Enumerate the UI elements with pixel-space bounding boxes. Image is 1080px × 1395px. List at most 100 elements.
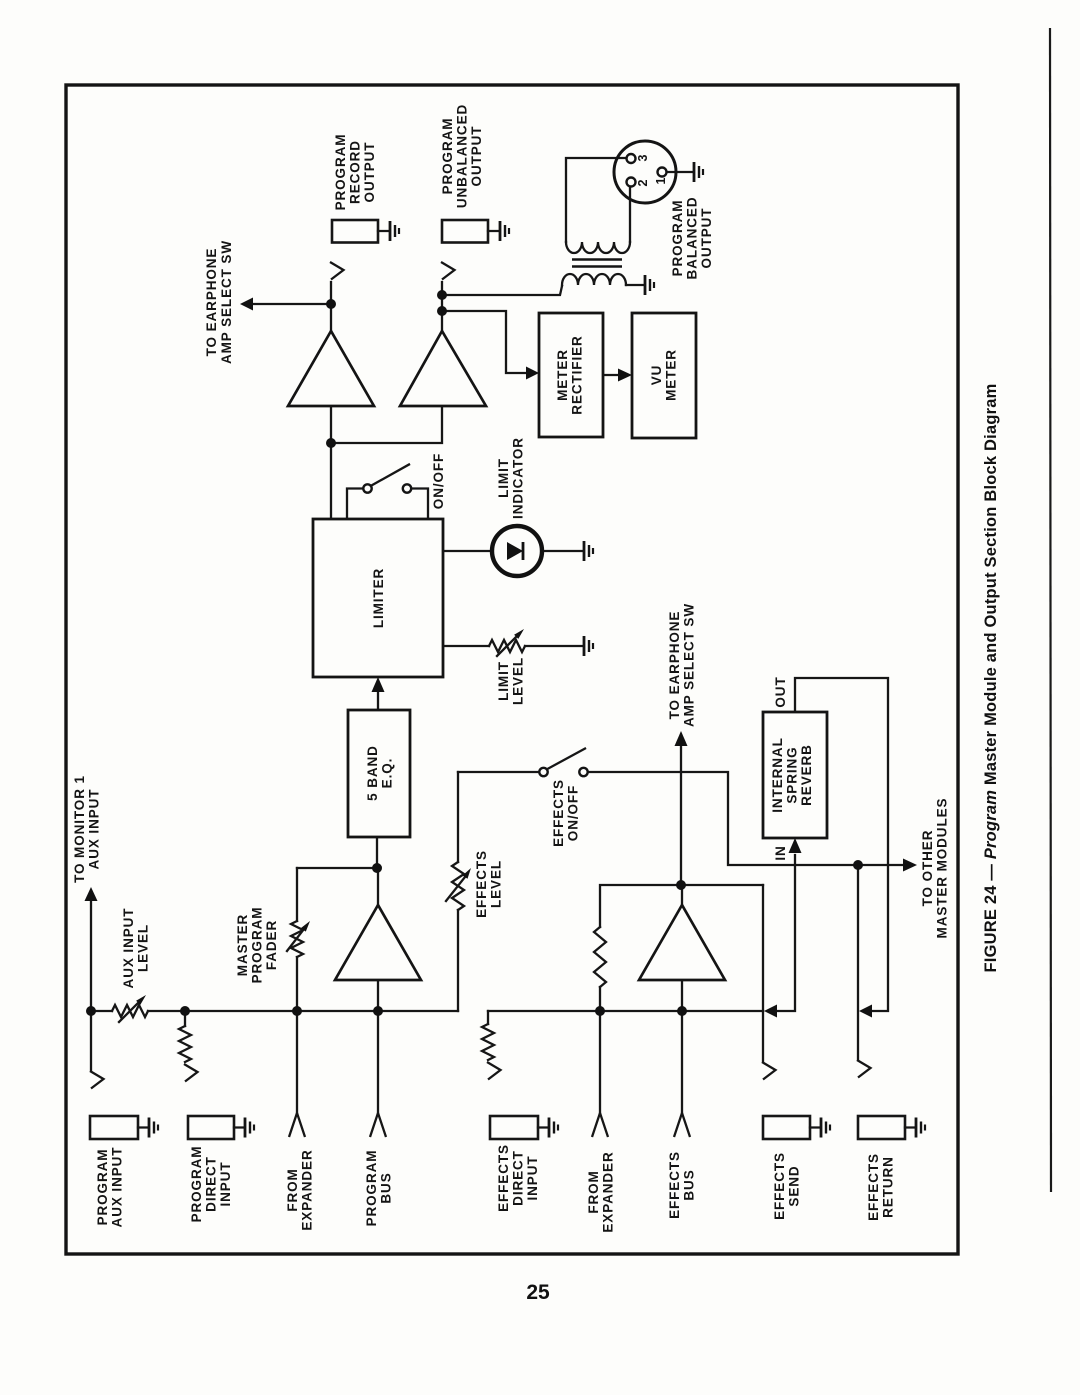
svg-text:PROGRAM: PROGRAM xyxy=(250,907,265,984)
svg-text:LIMITER: LIMITER xyxy=(371,568,386,628)
limiter-onoff-switch-icon xyxy=(401,483,413,494)
svg-text:FROM: FROM xyxy=(586,1170,601,1213)
label-program-record-output: PROGRAM RECORD OUTPUT xyxy=(333,134,377,211)
svg-text:3: 3 xyxy=(636,154,650,161)
svg-text:EFFECTS: EFFECTS xyxy=(551,779,566,847)
svg-text:EXPANDER: EXPANDER xyxy=(300,1149,315,1230)
svg-text:VU: VU xyxy=(649,365,664,386)
svg-text:EFFECTS: EFFECTS xyxy=(866,1153,881,1221)
junction-dots xyxy=(86,290,863,1016)
label-effects-direct-input: EFFECTS DIRECT INPUT xyxy=(496,1144,540,1212)
label-internal-spring-reverb: INTERNAL SPRING REVERB xyxy=(770,737,814,812)
svg-text:PROGRAM: PROGRAM xyxy=(189,1146,204,1223)
reverb-out-tap-arrow-icon xyxy=(859,1004,872,1018)
svg-text:AMP SELECT SW: AMP SELECT SW xyxy=(219,240,234,364)
svg-text:DIRECT: DIRECT xyxy=(511,1150,526,1206)
switch-icons xyxy=(362,483,589,778)
svg-text:BUS: BUS xyxy=(682,1169,697,1200)
svg-text:MASTER MODULES: MASTER MODULES xyxy=(935,798,950,939)
label-meter-rectifier: METER RECTIFIER xyxy=(555,335,585,414)
svg-text:LEVEL: LEVEL xyxy=(136,924,151,972)
reverb-in-tap-arrow-icon xyxy=(764,1004,777,1018)
label-program-balanced-output: PROGRAM BALANCED OUTPUT xyxy=(670,197,714,280)
svg-text:SEND: SEND xyxy=(787,1165,802,1206)
resistor-and-pot-icons xyxy=(110,629,608,1064)
svg-text:ON/OFF: ON/OFF xyxy=(431,453,446,509)
svg-text:PROGRAM: PROGRAM xyxy=(95,1149,110,1226)
label-limit-level: LIMIT LEVEL xyxy=(496,657,526,705)
effects-return-jack-icon xyxy=(856,1114,907,1141)
svg-text:2: 2 xyxy=(636,179,650,186)
svg-text:TO EARPHONE: TO EARPHONE xyxy=(667,611,682,720)
program-aux-input-jack-icon xyxy=(88,1114,140,1141)
svg-text:EFFECTS: EFFECTS xyxy=(667,1151,682,1219)
label-on-off: ON/OFF xyxy=(431,453,446,509)
program-record-output-jack-icon xyxy=(330,218,380,244)
svg-text:ON/OFF: ON/OFF xyxy=(566,785,581,841)
label-effects-return: EFFECTS RETURN xyxy=(866,1153,896,1221)
label-from-expander-program: FROM EXPANDER xyxy=(285,1149,315,1230)
svg-text:MASTER: MASTER xyxy=(235,914,250,976)
figure-caption: FIGURE 24 — Program Master Module and Ou… xyxy=(982,384,1000,973)
label-aux-input-level: AUX INPUT LEVEL xyxy=(121,908,151,989)
svg-text:TO MONITOR 1: TO MONITOR 1 xyxy=(72,775,87,883)
meter-feed-arrow-icon xyxy=(526,366,539,380)
arrowhead-icons xyxy=(84,297,917,1018)
effects-send-jack-icon xyxy=(761,1114,812,1141)
svg-text:INTERNAL: INTERNAL xyxy=(770,737,785,812)
effects-onoff-switch-icon xyxy=(578,766,589,778)
label-from-expander-effects: FROM EXPANDER xyxy=(586,1151,616,1232)
label-xlr-pins: 3 2 1 xyxy=(636,154,668,186)
label-effects-bus: EFFECTS BUS xyxy=(667,1151,697,1219)
label-to-other-master-modules: TO OTHER MASTER MODULES xyxy=(920,798,950,939)
svg-text:LEVEL: LEVEL xyxy=(489,860,504,908)
five-band-eq-box xyxy=(346,708,412,839)
svg-text:LEVEL: LEVEL xyxy=(511,657,526,705)
record-amp-icon xyxy=(285,328,377,408)
amplifier-icons xyxy=(285,328,728,982)
svg-text:AUX INPUT: AUX INPUT xyxy=(87,789,102,870)
page-binding-line xyxy=(1048,27,1053,1193)
effects-direct-resistor-icon xyxy=(479,1022,497,1062)
to-monitor-arrow-icon xyxy=(84,887,98,901)
svg-text:EXPANDER: EXPANDER xyxy=(601,1151,616,1232)
svg-text:PROGRAM: PROGRAM xyxy=(364,1150,379,1227)
svg-text:LIMIT: LIMIT xyxy=(496,458,511,498)
eq-to-limiter-arrow-icon xyxy=(371,677,385,692)
label-program-unbalanced-output: PROGRAM UNBALANCED OUTPUT xyxy=(440,104,484,208)
svg-text:METER: METER xyxy=(555,349,570,401)
svg-text:5 BAND: 5 BAND xyxy=(365,745,380,801)
svg-text:E.Q.: E.Q. xyxy=(380,758,395,789)
reverb-in-arrow-icon xyxy=(788,838,802,853)
jack-icons xyxy=(88,218,907,1141)
svg-text:TO EARPHONE: TO EARPHONE xyxy=(204,248,219,357)
label-to-earphone-mid: TO EARPHONE AMP SELECT SW xyxy=(667,603,697,727)
svg-text:INPUT: INPUT xyxy=(218,1162,233,1207)
label-limit-indicator: LIMIT INDICATOR xyxy=(496,437,526,519)
label-master-program-fader: MASTER PROGRAM FADER xyxy=(235,907,279,984)
label-limiter: LIMITER xyxy=(371,568,386,628)
page-number: 25 xyxy=(526,1281,550,1304)
svg-text:BALANCED: BALANCED xyxy=(685,197,700,280)
label-effects-level: EFFECTS LEVEL xyxy=(474,850,504,918)
label-vu-meter: VU METER xyxy=(649,349,679,401)
label-effects-on-off: EFFECTS ON/OFF xyxy=(551,779,581,847)
program-direct-resistor-icon xyxy=(176,1024,194,1064)
svg-text:FADER: FADER xyxy=(264,920,279,970)
transformer-icon xyxy=(560,240,632,287)
label-to-earphone-top: TO EARPHONE AMP SELECT SW xyxy=(204,240,234,364)
effects-direct-input-jack-icon xyxy=(488,1114,540,1141)
svg-text:PROGRAM: PROGRAM xyxy=(440,118,455,195)
svg-text:REVERB: REVERB xyxy=(799,744,814,806)
label-to-monitor-aux: TO MONITOR 1 AUX INPUT xyxy=(72,775,102,883)
svg-text:BUS: BUS xyxy=(379,1172,394,1203)
svg-text:AUX INPUT: AUX INPUT xyxy=(121,908,136,989)
svg-text:RECORD: RECORD xyxy=(348,140,363,204)
svg-text:LIMIT: LIMIT xyxy=(496,661,511,701)
svg-text:RECTIFIER: RECTIFIER xyxy=(570,335,585,414)
xlr-connector-icon xyxy=(612,139,678,205)
to-earphone-mid-arrow-icon xyxy=(674,731,688,746)
to-other-modules-arrow-icon xyxy=(903,858,917,872)
label-program-direct-input: PROGRAM DIRECT INPUT xyxy=(189,1146,233,1223)
limit-indicator-led-icon xyxy=(489,523,545,579)
